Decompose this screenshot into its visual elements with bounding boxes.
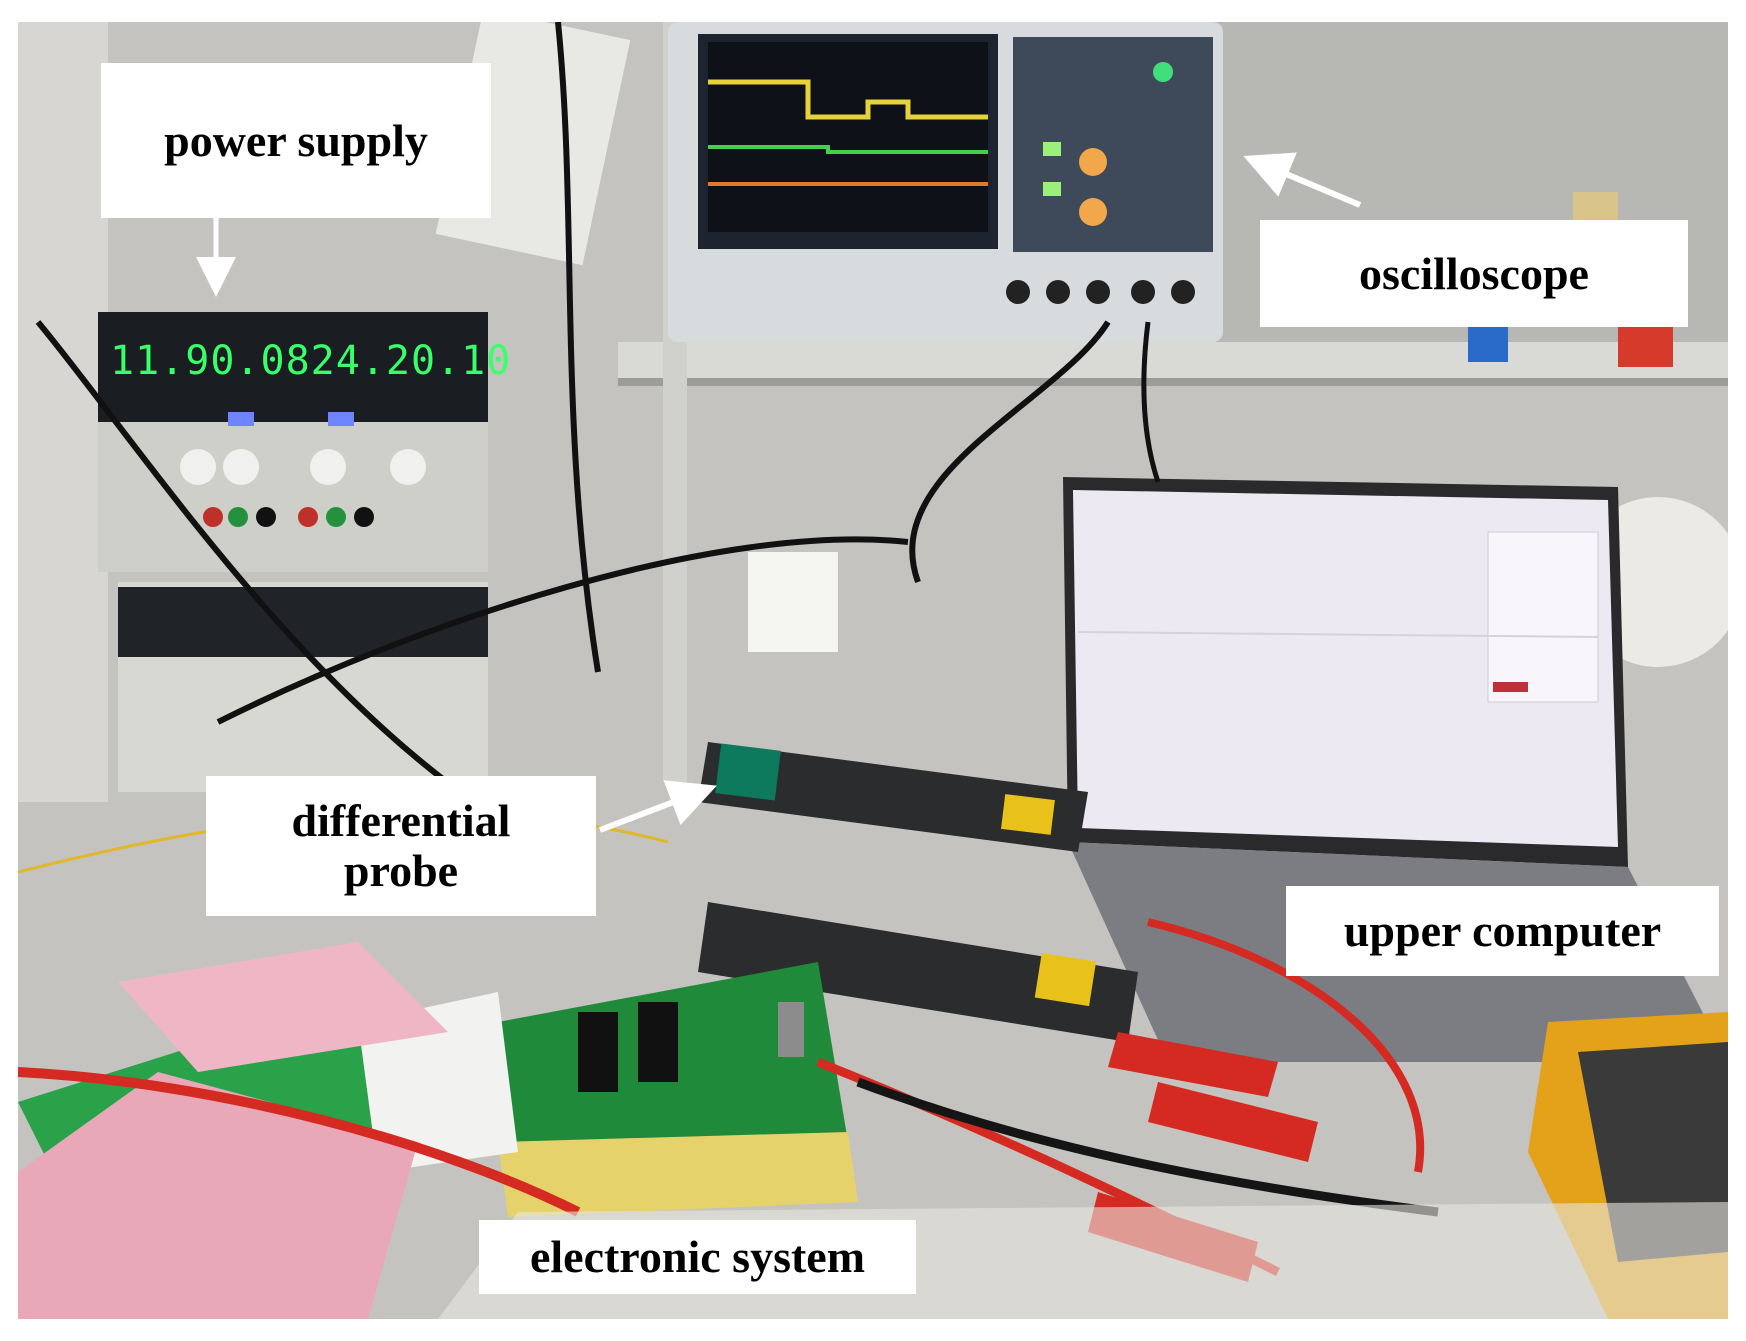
- ch1-voltage-readout: 11.9: [110, 338, 211, 384]
- power-supply-unit: [98, 312, 488, 572]
- upper-shelf-edge: [618, 378, 1728, 386]
- wire: [1141, 321, 1161, 483]
- differential-probe-upper: [698, 742, 1088, 852]
- wire: [216, 536, 909, 725]
- power-supply-display: 11.9 0.08 24.2 0.10: [110, 330, 510, 392]
- oscilloscope-label-text: oscilloscope: [1359, 247, 1589, 299]
- upper-shelf: [618, 342, 1728, 382]
- red-lead: [18, 1067, 581, 1217]
- laptop: [1063, 477, 1728, 1062]
- ch2-voltage-readout: 24.2: [310, 338, 411, 384]
- differential-probe-label-line1: differential: [291, 795, 511, 847]
- wire: [555, 22, 601, 673]
- oscilloscope-unit: [668, 22, 1223, 342]
- ch1-current-readout: 0.08: [210, 338, 311, 384]
- left-shelf-wall: [18, 22, 108, 802]
- bubble-wrap: [118, 942, 448, 1072]
- differential-probe-label-line2: probe: [343, 845, 459, 896]
- oscilloscope-label: oscilloscope: [1260, 220, 1688, 327]
- differential-probe-label: differential probe: [206, 776, 596, 916]
- differential-probe-lower: [698, 902, 1138, 1042]
- electronic-system-label-text: electronic system: [529, 1231, 866, 1283]
- red-clip: [1108, 1032, 1278, 1097]
- bubble-wrap: [18, 1072, 418, 1319]
- red-lead: [1147, 918, 1425, 1173]
- power-supply-label-text: power supply: [164, 114, 428, 166]
- wire: [909, 320, 1111, 584]
- ch2-current-readout: 0.10: [410, 338, 512, 384]
- wall-outlet: [748, 552, 838, 652]
- power-supply-label: power supply: [101, 63, 491, 218]
- upper-computer-label-text: upper computer: [1343, 905, 1662, 957]
- upper-computer-label: upper computer: [1286, 886, 1719, 976]
- black-lead: [856, 1077, 1439, 1217]
- red-clip: [1148, 1082, 1318, 1162]
- electronic-system-label: electronic system: [479, 1220, 916, 1294]
- spool: [1468, 322, 1508, 362]
